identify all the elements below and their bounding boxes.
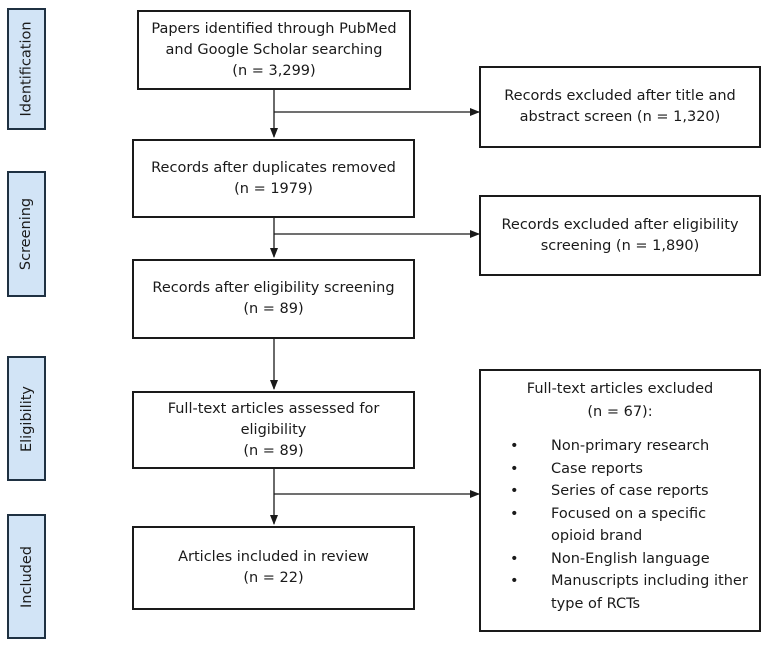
box-fulltext-excluded: Full-text articles excluded (n = 67): • … [479, 369, 761, 632]
reason-line: Focused on a specific [551, 505, 707, 522]
exclusion-reasons-list: • Non-primary research • Case reports • … [481, 435, 759, 615]
box-line: Records after eligibility screening [152, 280, 395, 296]
box-line: Records excluded after eligibility [501, 216, 739, 233]
box-excluded-title-abstract: Records excluded after title and abstrac… [479, 66, 761, 148]
box-line: screening (n = 1,890) [540, 237, 700, 254]
box-line: Papers identified through PubMed [151, 20, 397, 37]
phase-identification: Identification [7, 8, 46, 130]
reason-line: Non-primary research [551, 438, 710, 454]
phase-included-label: Included [18, 545, 35, 608]
reason-line: opioid brand [551, 528, 643, 544]
reason-line: Non-English language [551, 550, 710, 567]
box-line: and Google Scholar searching [165, 41, 383, 58]
bullet-icon: • [510, 460, 519, 477]
phase-screening: Screening [7, 171, 46, 297]
bullet-icon: • [510, 438, 519, 454]
phase-identification-label: Identification [18, 21, 35, 117]
box-after-duplicates: Records after duplicates removed (n = 19… [132, 139, 415, 218]
box-line: Records after duplicates removed [151, 159, 396, 176]
heading-line: Full-text articles excluded [526, 381, 714, 397]
phase-included: Included [7, 514, 46, 639]
box-excluded-eligibility: Records excluded after eligibility scree… [479, 195, 761, 276]
exclusion-reason-item: • Non-primary research [481, 435, 759, 458]
phase-screening-label: Screening [18, 197, 35, 271]
box-line: Full-text articles assessed for [167, 400, 380, 417]
exclusion-reason-item: • Case reports [481, 458, 759, 481]
fulltext-excluded-heading: Full-text articles excluded (n = 67): [481, 378, 759, 423]
box-line: (n = 89) [243, 301, 304, 317]
box-line: Articles included in review [178, 549, 369, 565]
box-line: (n = 1979) [234, 180, 313, 197]
reason-line: Manuscripts including ither [551, 573, 748, 589]
box-records-identified: Papers identified through PubMed and Goo… [137, 10, 411, 90]
exclusion-reason-item: • Series of case reports [481, 480, 759, 503]
reason-line: Case reports [551, 460, 643, 477]
phase-eligibility-label: Eligibility [18, 385, 35, 452]
box-line: (n = 22) [243, 570, 304, 586]
bullet-icon: • [510, 483, 519, 499]
exclusion-reason-item: • Non-English language [481, 548, 759, 571]
reason-line: Series of case reports [551, 483, 709, 499]
bullet-icon: • [510, 505, 519, 522]
box-included-in-review: Articles included in review (n = 22) [132, 526, 415, 610]
bullet-icon: • [510, 573, 519, 589]
box-fulltext-assessed: Full-text articles assessed for eligibil… [132, 391, 415, 469]
box-line: (n = 3,299) [232, 62, 316, 79]
reason-line: type of RCTs [551, 595, 641, 612]
box-line: (n = 89) [243, 442, 304, 459]
box-after-eligibility-screening: Records after eligibility screening (n =… [132, 259, 415, 339]
exclusion-reason-item: • Manuscripts including ither type of RC… [481, 570, 759, 615]
box-line: eligibility [240, 421, 307, 438]
heading-line: (n = 67): [587, 403, 653, 420]
box-line: Records excluded after title and [504, 88, 736, 104]
box-line: abstract screen (n = 1,320) [519, 109, 721, 125]
phase-eligibility: Eligibility [7, 356, 46, 481]
exclusion-reason-item: • Focused on a specific opioid brand [481, 503, 759, 548]
bullet-icon: • [510, 550, 519, 567]
